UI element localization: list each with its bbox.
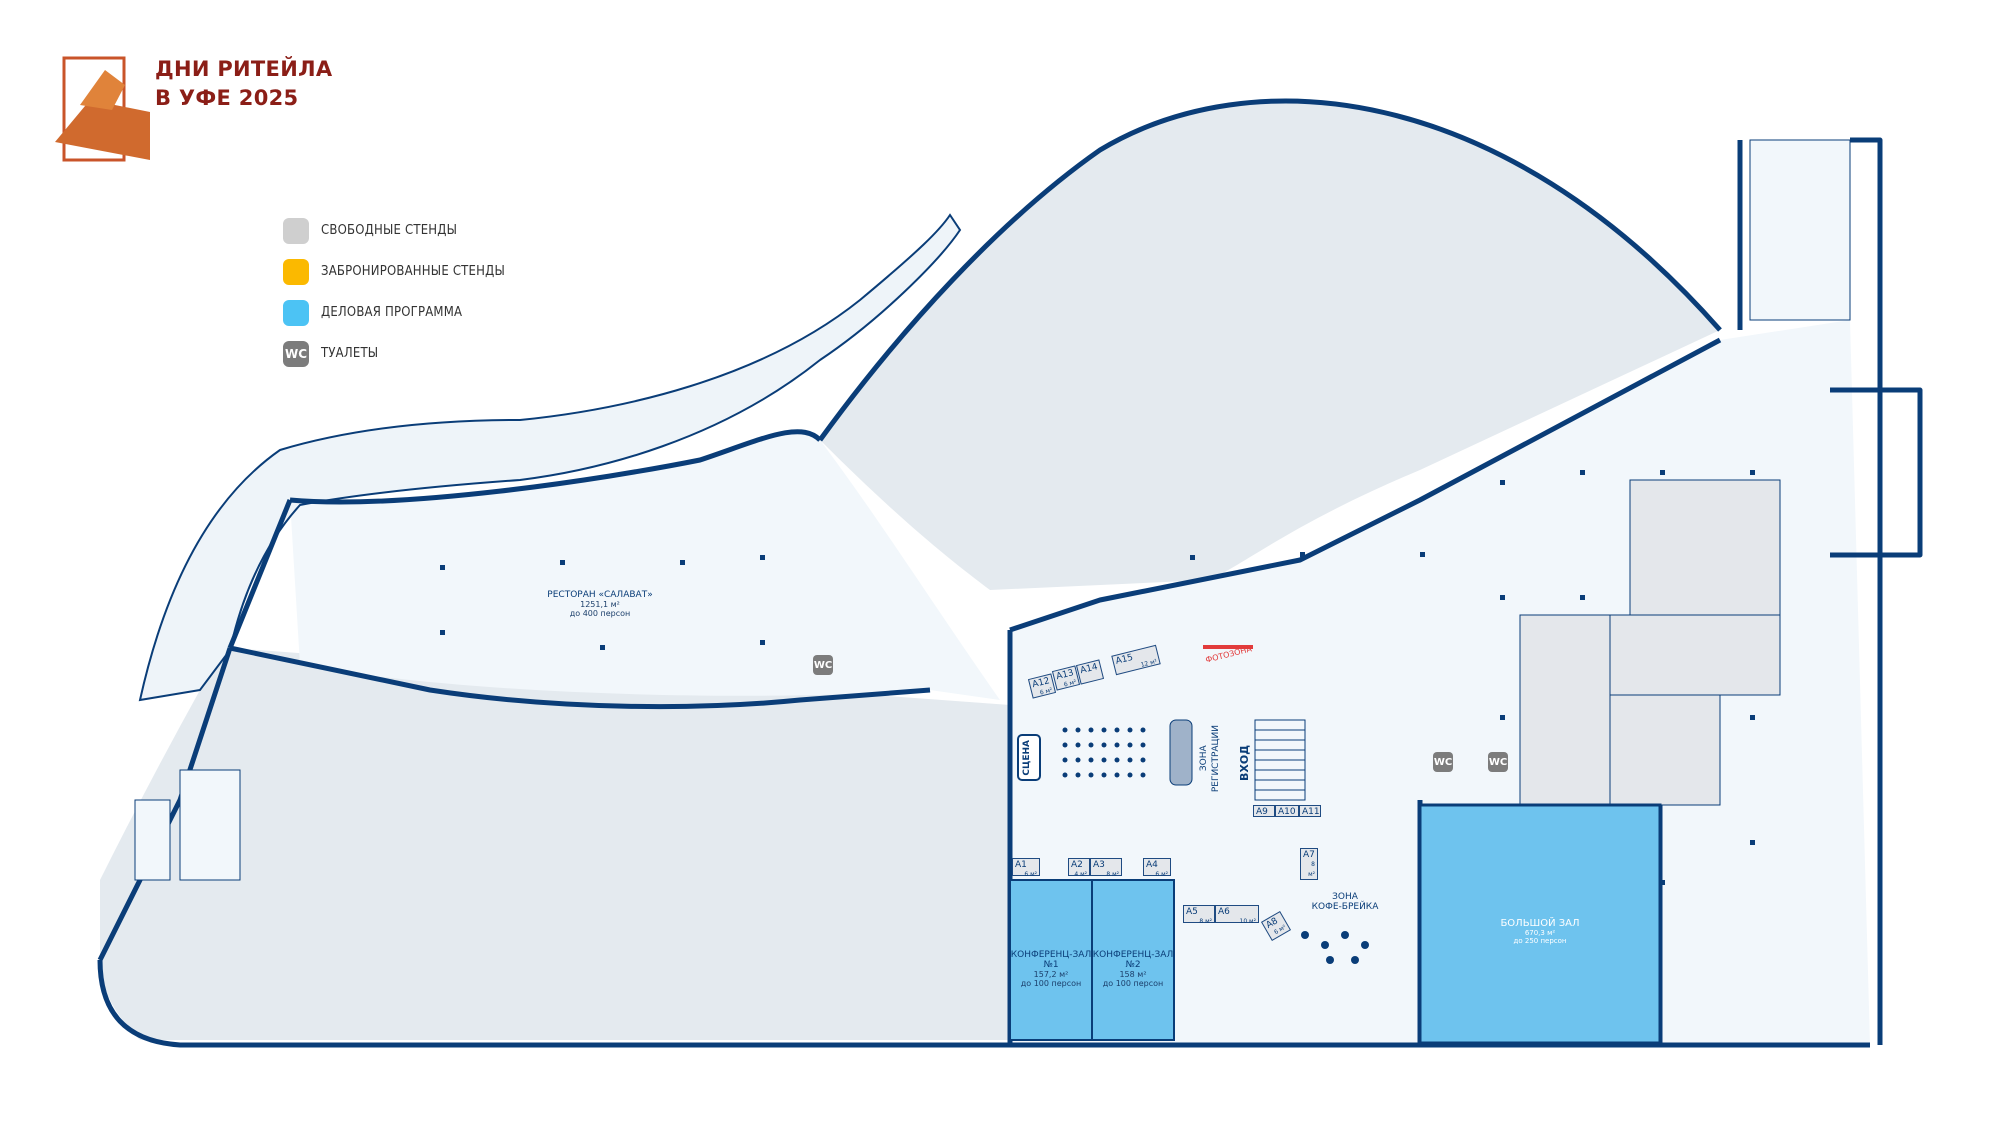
stand-id: A14 [1079,662,1099,677]
seating [1062,727,1146,778]
conf2-room [1091,879,1175,1041]
big-hall-name: БОЛЬШОЙ ЗАЛ [1500,918,1580,929]
legend-booked-stands: ЗАБРОНИРОВАННЫЕ СТЕНДЫ [283,251,505,292]
stand-id: A10 [1278,807,1296,817]
registration-zone-label: ЗОНА РЕГИСТРАЦИИ [1198,725,1222,792]
stand-id: A11 [1302,807,1320,817]
conf2-label: КОНФЕРЕНЦ-ЗАЛ №2 158 м² до 100 персон [1092,950,1174,988]
conf1-name: КОНФЕРЕНЦ-ЗАЛ [1010,950,1092,960]
stand-id: A6 [1218,907,1230,917]
stand-id: A1 [1015,860,1027,870]
conf1-number: №1 [1043,960,1059,970]
stand-a10[interactable]: A10 [1275,805,1299,817]
stand-a9[interactable]: A9 [1253,805,1275,817]
stand-area: 8 м² [1199,918,1212,925]
legend-label: ДЕЛОВАЯ ПРОГРАММА [321,305,463,320]
conf2-capacity: до 100 персон [1102,979,1164,988]
stand-area: 8 м² [1308,861,1315,878]
coffee-line1: ЗОНА [1332,892,1358,902]
legend-label: ТУАЛЕТЫ [321,346,379,361]
legend: СВОБОДНЫЕ СТЕНДЫ ЗАБРОНИРОВАННЫЕ СТЕНДЫ … [283,210,505,374]
event-logo [55,56,150,162]
stand-area: 4 м² [1074,871,1087,878]
legend-free-stands: СВОБОДНЫЕ СТЕНДЫ [283,210,505,251]
restaurant-floor [290,431,1000,700]
stand-area: 6 м² [1155,871,1168,878]
big-hall-room [1418,803,1662,1045]
restaurant-capacity: до 400 персон [569,609,631,618]
conf2-name: КОНФЕРЕНЦ-ЗАЛ [1092,950,1174,960]
free-stands-swatch [283,217,309,244]
conf1-capacity: до 100 персон [1020,979,1082,988]
registration-line1: ЗОНА [1199,745,1209,772]
booked-stands-swatch [283,258,309,285]
conf2-area: 158 м² [1119,970,1147,979]
registration-line2: РЕГИСТРАЦИИ [1211,725,1221,793]
top-hall [820,101,1720,590]
stage-label: СЦЕНА [1022,740,1032,776]
event-title-line1: ДНИ РИТЕЙЛА [155,57,333,81]
stand-area: 6 м² [1024,871,1037,878]
conf2-number: №2 [1125,960,1141,970]
restaurant-name: РЕСТОРАН «САЛАВАТ» [547,590,653,600]
coffee-zone-label: ЗОНА КОФЕ-БРЕЙКА [1305,892,1385,912]
big-hall-label: БОЛЬШОЙ ЗАЛ 670,3 м² до 250 персон [1420,918,1660,945]
business-program-swatch [283,299,309,326]
legend-toilets: WC ТУАЛЕТЫ [283,333,505,374]
restaurant-area: 1251,1 м² [580,600,620,609]
stand-a11[interactable]: A11 [1299,805,1321,817]
coffee-line2: КОФЕ-БРЕЙКА [1311,902,1379,912]
stand-id: A9 [1256,807,1268,817]
stand-id: A7 [1303,850,1315,860]
wc-icon: WC [813,655,833,675]
legend-business-program: ДЕЛОВАЯ ПРОГРАММА [283,292,505,333]
stand-area: 10 м² [1239,918,1256,925]
stand-a6[interactable]: A6 10 м² [1215,905,1259,925]
stand-id: A5 [1186,907,1198,917]
big-hall-area: 670,3 м² [1524,929,1556,937]
event-title: ДНИ РИТЕЙЛА В УФЕ 2025 [155,55,332,113]
columns [440,470,1755,965]
stand-id: A4 [1146,860,1158,870]
restaurant-label: РЕСТОРАН «САЛАВАТ» 1251,1 м² до 400 перс… [520,590,680,618]
event-title-line2: В УФЕ 2025 [155,86,299,110]
registration-desk [1169,719,1193,786]
conf1-room [1009,879,1093,1041]
stage [1017,734,1041,781]
entrance-label: ВХОД [1238,745,1251,782]
conf1-area: 157,2 м² [1033,970,1069,979]
left-hall [100,648,1010,1040]
legend-label: ЗАБРОНИРОВАННЫЕ СТЕНДЫ [321,264,505,279]
arc-corridor [138,213,962,702]
legend-label: СВОБОДНЫЕ СТЕНДЫ [321,223,458,238]
conf1-label: КОНФЕРЕНЦ-ЗАЛ №1 157,2 м² до 100 персон [1010,950,1092,988]
stand-area: 8 м² [1106,871,1119,878]
wc-icon: WC [1488,752,1508,772]
wc-icon: WC [1433,752,1453,772]
coffee-tables [1301,931,1369,964]
stand-id: A2 [1071,860,1083,870]
wc-icon: WC [283,340,309,367]
big-hall-capacity: до 250 персон [1513,937,1567,945]
stand-id: A3 [1093,860,1105,870]
